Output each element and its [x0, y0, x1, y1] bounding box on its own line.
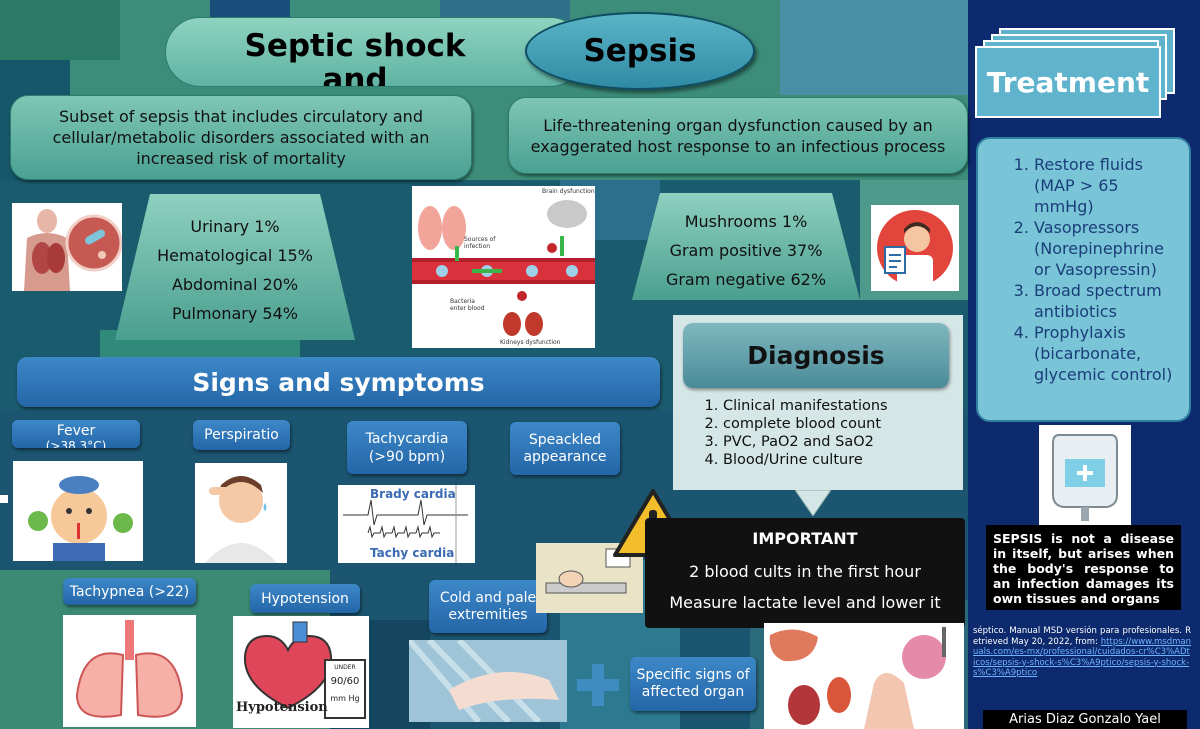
trapezoid-shape: [632, 193, 860, 300]
source-item: Pulmonary 54%: [172, 304, 298, 323]
pale-hand-image: [409, 640, 567, 722]
figure-label-kidneys: Kidneys dysfunction: [500, 339, 561, 346]
organs-image: [764, 623, 964, 729]
gauge-top: UNDER: [334, 664, 356, 671]
doctor-icon: [877, 210, 953, 287]
important-line: Measure lactate level and lower it: [669, 593, 941, 612]
sepsis-title: Sepsis: [583, 33, 697, 69]
figure-label-leaking: Leaking blood vessels: [517, 238, 541, 259]
hypotension-image-label: Hypotension: [236, 700, 328, 715]
reference-link[interactable]: https://www.msdmanuals.com/es-mx/profess…: [973, 636, 1192, 679]
iv-bag-image: [1039, 425, 1131, 525]
reference-text: séptico. Manual MSD versión para profesi…: [973, 626, 1191, 647]
lungs-icon: [75, 620, 184, 718]
diagnosis-panel: Diagnosis Clinical manifestations comple…: [673, 315, 963, 490]
source-item: Hematological 15%: [157, 246, 313, 265]
symptom-speckled: Speackled appearance: [510, 422, 620, 475]
sick-child-icon: [28, 476, 133, 561]
title-line1: Septic shock: [244, 28, 466, 64]
symptom-cold-extremities: Cold and pale extremities: [429, 580, 547, 633]
figure-label-brain: Brain dysfunction: [542, 188, 595, 195]
perspiration-image: [195, 463, 287, 563]
organism-item: Gram positive 37%: [669, 241, 823, 260]
diagnosis-item: Clinical manifestations: [723, 397, 888, 415]
important-line: 2 blood cults in the first hour: [689, 562, 921, 581]
lungs-image: [63, 615, 196, 727]
important-title: IMPORTANT: [752, 529, 858, 548]
signs-symptoms-header: Signs and symptoms: [17, 357, 660, 407]
infection-sources: Urinary 1% Hematological 15% Abdominal 2…: [115, 194, 355, 340]
gauge-value: 90/60: [330, 676, 360, 687]
sepsis-oval: Sepsis: [525, 12, 755, 90]
doctor-image: [871, 205, 959, 291]
organism-item: Mushrooms 1%: [684, 212, 808, 231]
hypotension-image: Hypotension UNDER 90/60 mm Hg: [233, 616, 369, 728]
diagnosis-arrow: [795, 490, 831, 516]
fever-image: [13, 461, 143, 561]
symptom-tachypnea: Tachypnea (>22): [63, 578, 196, 605]
title-line2: and: [322, 62, 388, 87]
diagnosis-item: complete blood count: [723, 415, 888, 433]
treatment-stack: Treatment: [975, 28, 1185, 118]
organism-item: Gram negative 62%: [665, 270, 827, 289]
treatment-list: Restore fluids (MAP > 65 mmHg) Vasopress…: [978, 139, 1189, 385]
plus-icon: [577, 664, 619, 706]
ecg-label-tachy: Tachy cardia: [370, 546, 455, 560]
source-item: Abdominal 20%: [171, 275, 299, 294]
body-infection-icon: [24, 209, 122, 291]
anatomy-image: [12, 203, 122, 291]
gauge-unit: mm Hg: [330, 694, 360, 703]
symptom-fever: Fever (>38.3°C): [12, 420, 140, 448]
author-name: Arias Diaz Gonzalo Yael: [983, 710, 1187, 729]
causative-organisms: Mushrooms 1% Gram positive 37% Gram nega…: [632, 193, 860, 300]
ecg-icon: [343, 485, 468, 563]
reference: séptico. Manual MSD versión para profesi…: [973, 626, 1191, 679]
diagnosis-item: PVC, PaO2 and SaO2: [723, 433, 888, 451]
ecg-image: Brady cardia Tachy cardia: [338, 485, 475, 563]
blood-vessel-diagram: [412, 200, 595, 336]
title-pill: Septic shock and: [165, 17, 585, 87]
sepsis-note: SEPSIS is not a disease in itself, but a…: [986, 525, 1181, 610]
iv-bag-icon: [1052, 434, 1118, 521]
figure-label-sources: Sources of infection: [464, 236, 496, 250]
treatment-item: Vasopressors (Norepinephrine or Vasopres…: [1034, 217, 1181, 280]
figure-label-bacteria: Bacteria enter blood: [450, 298, 485, 312]
symptom-hypotension: Hypotension: [250, 584, 360, 613]
symptom-tachycardia: Tachycardia (>90 bpm): [347, 421, 467, 474]
septic-shock-definition: Subset of sepsis that includes circulato…: [10, 95, 472, 180]
diagnosis-title: Diagnosis: [683, 323, 949, 388]
trapezoid-shape: [115, 194, 355, 340]
treatment-list-box: Restore fluids (MAP > 65 mmHg) Vasopress…: [976, 137, 1191, 422]
diagnosis-item: Blood/Urine culture: [723, 451, 888, 469]
sepsis-definition: Life-threatening organ dysfunction cause…: [508, 97, 968, 174]
diagnosis-list: Clinical manifestations complete blood c…: [681, 397, 888, 469]
treatment-title: Treatment: [975, 46, 1161, 118]
treatment-item: Prophylaxis (bicarbonate, glycemic contr…: [1034, 322, 1181, 385]
important-box: IMPORTANT 2 blood cults in the first hou…: [645, 518, 965, 628]
organs-icon: [769, 627, 946, 729]
ecg-label-brady: Brady cardia: [370, 487, 456, 501]
symptom-perspiration: Perspiratio: [193, 420, 290, 450]
treatment-item: Broad spectrum antibiotics: [1034, 280, 1181, 322]
hospital-bed-icon: [545, 548, 631, 594]
pathophysiology-figure: Brain dysfunction Sources of infection L…: [412, 186, 595, 348]
treatment-item: Restore fluids (MAP > 65 mmHg): [1034, 154, 1181, 217]
symptom-specific-organ: Specific signs of affected organ: [630, 657, 756, 711]
heart-icon: [243, 621, 366, 719]
sweating-man-icon: [205, 476, 277, 563]
source-item: Urinary 1%: [190, 217, 280, 236]
hand-icon: [409, 640, 559, 722]
